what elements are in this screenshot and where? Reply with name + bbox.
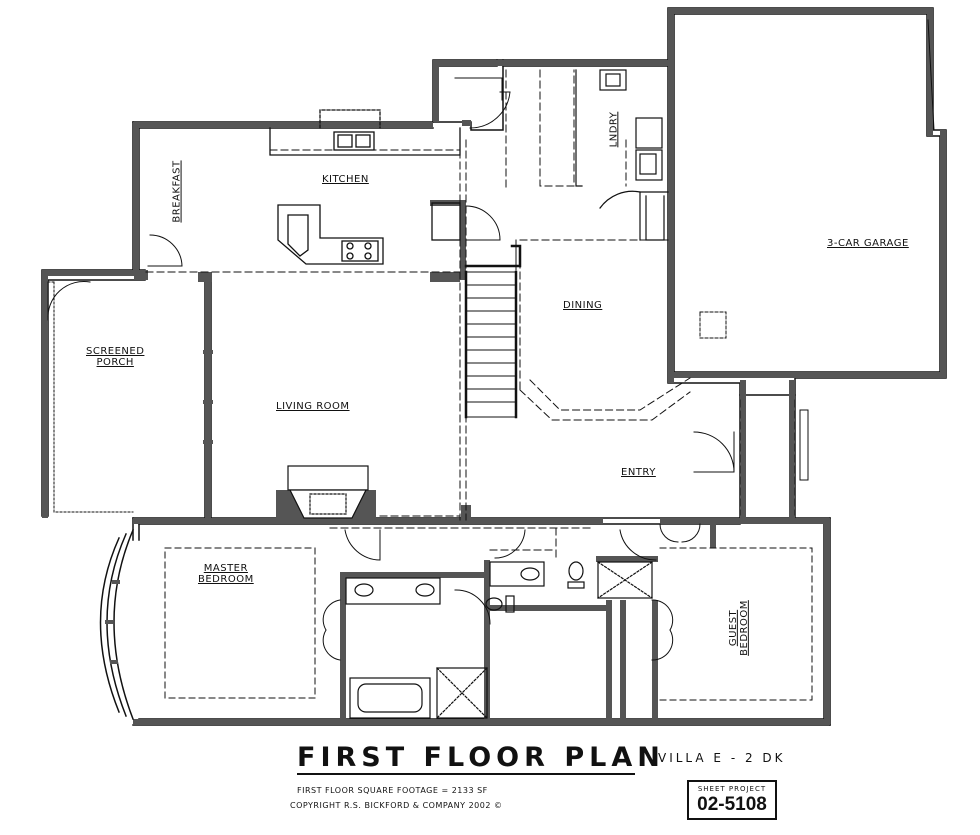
overhead-lines — [145, 69, 796, 561]
room-label-screened: SCREENED — [86, 346, 145, 357]
master-bow-window — [99, 529, 134, 720]
square-footage-note: FIRST FLOOR SQUARE FOOTAGE = 2133 SF — [297, 786, 488, 795]
exterior-walls — [41, 7, 947, 726]
porch-screen — [47, 281, 134, 513]
sheet-box: SHEET PROJECT 02-5108 — [687, 780, 777, 820]
plan-subtitle: VILLA E - 2 DK — [658, 751, 786, 765]
room-label-living-room: LIVING ROOM — [276, 401, 350, 412]
room-label-kitchen: KITCHEN — [322, 174, 369, 185]
plan-title: FIRST FLOOR PLAN — [297, 742, 665, 773]
room-label-screened-porch: SCREENED PORCH — [86, 346, 144, 368]
room-label-breakfast: BREAKFAST — [171, 160, 183, 223]
room-label-guest-bedroom-2: BEDROOM — [738, 600, 750, 656]
sheet-header: SHEET PROJECT — [697, 785, 767, 793]
kitchen-island — [277, 204, 384, 265]
room-label-master: MASTER — [203, 563, 248, 574]
room-label-guest: GUEST — [727, 609, 739, 647]
stairs — [464, 244, 522, 419]
room-label-master-bedroom: MASTER BEDROOM — [198, 563, 254, 585]
room-label-porch: PORCH — [96, 357, 134, 368]
sheet-number: 02-5108 — [697, 794, 767, 815]
copyright-note: COPYRIGHT R.S. BICKFORD & COMPANY 2002 © — [290, 801, 503, 810]
kitchen-counter — [269, 109, 461, 156]
laundry-fixtures — [575, 69, 669, 241]
title-underline — [297, 773, 635, 775]
room-label-master-bedroom-2: BEDROOM — [198, 574, 254, 585]
room-label-garage: 3-CAR GARAGE — [827, 238, 909, 249]
fireplace — [287, 465, 369, 519]
master-bath-fixtures — [345, 561, 653, 719]
room-label-entry: ENTRY — [621, 467, 656, 478]
room-label-guest-bedroom: GUEST BEDROOM — [728, 600, 750, 656]
wall-fills — [42, 8, 946, 725]
room-label-dining: DINING — [563, 300, 603, 311]
room-label-laundry: LNDRY — [608, 111, 620, 148]
doors — [147, 77, 735, 661]
